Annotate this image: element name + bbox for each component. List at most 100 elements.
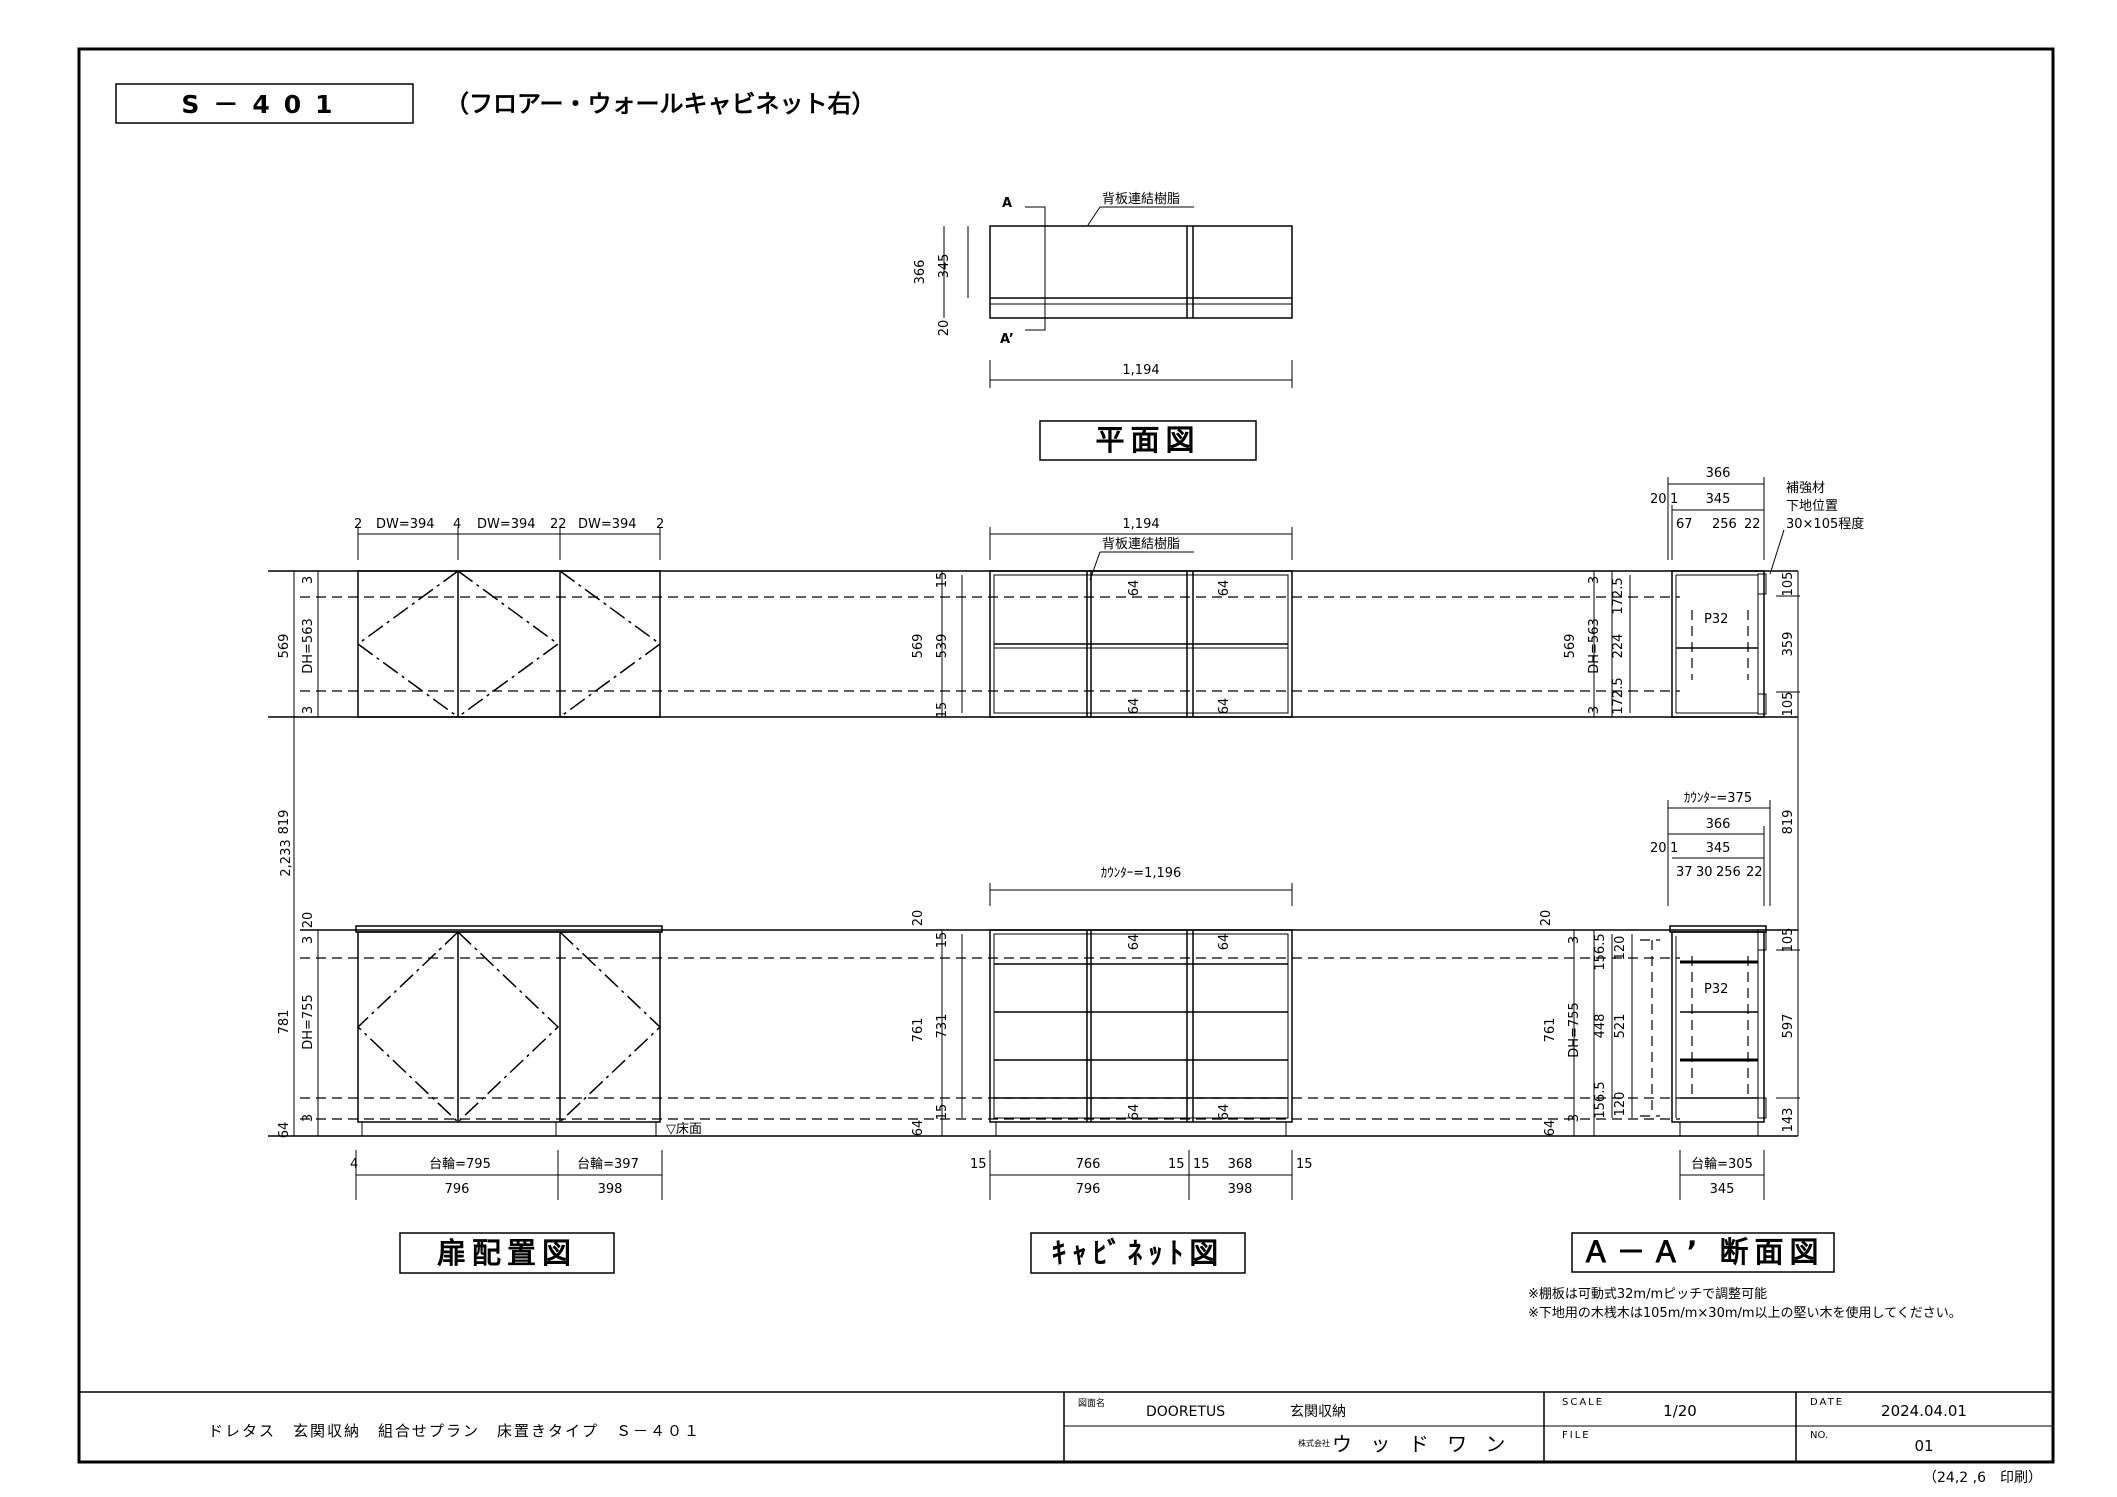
upper-dh-dim: DH=563 [301,618,316,674]
reinforce-note-2: 下地位置 [1786,499,1838,514]
base-note: ※下地用の木桟木は105m/m×30m/m以上の堅い木を使用してください。 [1528,1305,1962,1321]
section-depth-dim: 366 [1706,466,1731,481]
section-gap-dim: 1 [1670,492,1678,507]
product-name: DOORETUS [1146,1404,1225,1420]
section-part-dim: 256 [1716,865,1741,880]
lower-height-dim: 781 [277,1010,292,1035]
cabinet-label-box [1030,1232,1246,1274]
section-part-dim: 521 [1613,1014,1628,1039]
section-plinth-dim: 台輪=305 [1691,1156,1753,1172]
total-height-dim: 2,233 [279,839,294,876]
cabinet-view: 背板連結樹脂 64 64 64 64 64 64 64 64 1,194 ｶｳﾝ… [911,517,1313,1200]
company-name: ウ ッ ド ワ ン [1332,1432,1511,1456]
company-prefix: 株式会社 [1298,1438,1330,1448]
counter-dim: 20 [911,910,926,927]
date-label: DATE [1810,1397,1844,1408]
section-label-box [1571,1232,1835,1273]
section-right-dim: 105 [1781,572,1796,597]
door-gap-dim: 2 [656,517,664,532]
door-bottom-1-dim: 796 [445,1182,470,1197]
section-part-dim: 22 [1744,517,1761,532]
cab-bottom-total-dim: 796 [1076,1182,1101,1197]
section-bottom-dim: 345 [1710,1182,1735,1197]
section-part-dim: 256 [1712,517,1737,532]
section-counter-dim: ｶｳﾝﾀｰ=375 [1684,791,1752,806]
counter-dim: 20 [301,912,316,929]
plan-depth-dim: 366 [913,260,928,285]
section-right-dim: 597 [1781,1014,1796,1039]
section-mark-a-prime: A’ [1000,332,1014,347]
section-right-dim: 359 [1781,632,1796,657]
panel-dim: 15 [935,932,950,949]
panel-dim: 15 [1168,1157,1185,1172]
pitch-mark: P32 [1704,982,1728,997]
section-gap-height-dim: 819 [1781,810,1796,835]
section-dh-dim: DH=563 [1587,618,1602,674]
section-depth-dim: 366 [1706,817,1731,832]
door-gap-dim: 2 [354,517,362,532]
file-label: FILE [1562,1430,1591,1441]
plan-inner-dim: 345 [937,254,952,279]
section-part-dim: 30 [1696,865,1713,880]
section-part-dim: 37 [1676,865,1693,880]
shelf-pin-dim: 64 [1217,698,1232,715]
section-label: Ａ－Ａ’ 断面図 [1581,1235,1824,1269]
shelf-pin-dim: 64 [1127,934,1142,951]
base-height-dim: 64 [277,1122,292,1139]
shelf-pin-dim: 64 [1127,580,1142,597]
section-gap-dim: 1 [1670,841,1678,856]
gap-dim: 3 [301,1114,316,1122]
section-part-dim: 22 [1746,865,1763,880]
door-width-dim: DW=394 [477,517,536,532]
back-panel-note-2: 背板連結樹脂 [1102,537,1180,552]
door-label-box [399,1232,615,1274]
floor-mark: ▽床面 [666,1122,702,1137]
cab-upper-height-dim: 569 [911,634,926,659]
panel-dim: 15 [935,702,950,719]
door-layout-view: ▽床面 2 DW=394 4 DW=394 22 DW=394 2 2,233 … [277,517,702,1200]
shelf-pin-dim: 64 [1217,580,1232,597]
section-mark-a: A [1002,196,1012,211]
gap-dim: 3 [301,576,316,584]
cab-bottom-total-dim: 398 [1228,1182,1253,1197]
cab-lower-height-dim: 761 [911,1018,926,1043]
section-part-dim: 156.5 [1593,1081,1608,1118]
panel-dim: 15 [970,1157,987,1172]
reinforce-note-3: 30×105程度 [1786,516,1864,532]
plan-gap-dim: 20 [937,320,952,337]
scale-label: SCALE [1562,1397,1604,1408]
door-width-dim: DW=394 [376,517,435,532]
plan-width-dim: 1,194 [1122,363,1159,378]
reinforce-note-1: 補強材 [1786,481,1825,496]
back-panel-note: 背板連結樹脂 [1102,192,1180,207]
section-right-dim: 105 [1781,692,1796,717]
scale-value: 1/20 [1663,1402,1697,1420]
panel-dim: 15 [1296,1157,1313,1172]
section-gap-dim: 20 [1650,492,1667,507]
cab-lower-inner-dim: 731 [935,1014,950,1039]
shelf-pin-dim: 64 [1127,1104,1142,1121]
no-value: 01 [1914,1437,1933,1455]
cabinet-label: ｷｬﾋﾞﾈｯﾄ図 [1052,1236,1225,1270]
print-stamp: （24,2 ,6 印刷） [1923,1470,2042,1486]
gap-dim: 3 [301,706,316,714]
pitch-mark: P32 [1704,612,1728,627]
gap-dim: 3 [1567,936,1582,944]
shelf-note: ※棚板は可動式32m/mピッチで調整可能 [1528,1287,1767,1302]
title-block: ドレタス 玄関収納 組合せプラン 床置きタイプ Ｓ－４０１ 図面名 DOORET… [79,1391,2053,1462]
plinth-1-dim: 台輪=795 [429,1156,491,1172]
panel-dim: 15 [1193,1157,1210,1172]
door-gap-dim: 4 [453,517,461,532]
section-right-dim: 143 [1781,1108,1796,1133]
shelf-pin-dim: 64 [1217,934,1232,951]
panel-dim: 15 [935,572,950,589]
plan-label: 平面図 [1095,423,1200,457]
cab-bottom-dim: 766 [1076,1157,1101,1172]
section-part-dim: 172.5 [1611,677,1626,714]
section-view: P32 366 20 1 345 67 256 22 補強材 下地位置 30×1… [1539,466,1864,1200]
base-height-dim: 64 [911,1120,926,1137]
sheet-subtitle: （フロアー・ウォールキャビネット右） [445,90,876,118]
section-height-dim: 569 [1563,634,1578,659]
section-lower-height-dim: 761 [1543,1018,1558,1043]
section-inner-dim: 345 [1706,841,1731,856]
